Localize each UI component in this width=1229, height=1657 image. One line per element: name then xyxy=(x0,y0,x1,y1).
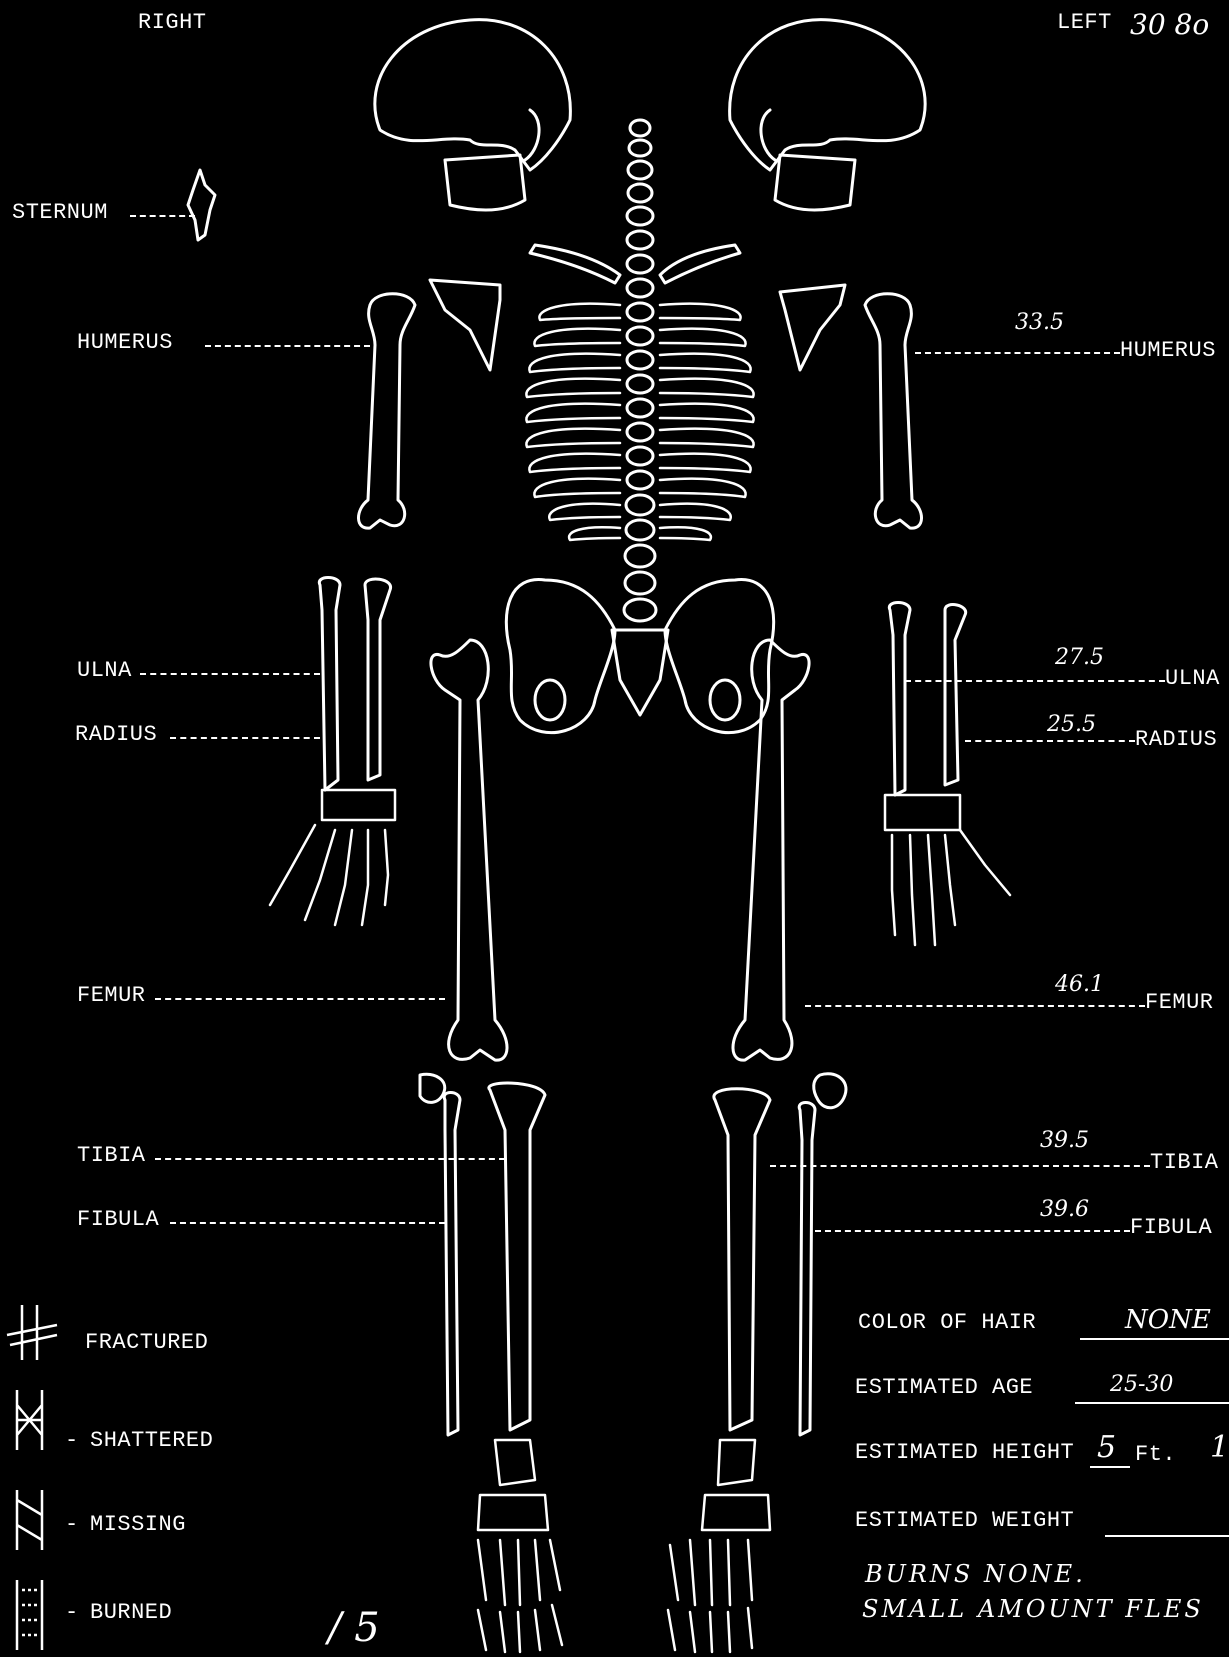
right-scapula xyxy=(430,280,500,370)
right-fibula-leader xyxy=(170,1222,445,1224)
left-obturator xyxy=(710,680,740,720)
burned-icon xyxy=(17,1580,42,1650)
left-humerus-leader xyxy=(915,352,1120,354)
right-radius-leader xyxy=(170,737,320,739)
right-ulna-leader xyxy=(140,673,320,675)
weight-label: ESTIMATED WEIGHT xyxy=(855,1508,1074,1533)
left-humerus xyxy=(865,294,922,528)
right-foot xyxy=(478,1440,562,1652)
left-radius-leader xyxy=(965,740,1135,742)
hair-color-label: COLOR OF HAIR xyxy=(858,1310,1036,1335)
left-humerus-label: HUMERUS xyxy=(1120,338,1216,363)
age-line xyxy=(1075,1402,1229,1404)
left-femur-leader xyxy=(805,1005,1145,1007)
left-tibia-leader xyxy=(770,1165,1150,1167)
left-radius-value: 25.5 xyxy=(1047,712,1096,737)
right-tibia-leader xyxy=(155,1158,505,1160)
legend-missing: MISSING xyxy=(90,1512,186,1537)
right-fibula-label: FIBULA xyxy=(77,1207,159,1232)
left-clavicle xyxy=(660,245,740,283)
height-feet-value: 5 xyxy=(1097,1430,1116,1465)
left-patella xyxy=(814,1074,846,1108)
left-ulna-leader xyxy=(905,680,1165,682)
left-fibula-leader xyxy=(815,1230,1130,1232)
sternum-label: STERNUM xyxy=(12,200,108,225)
left-radius-bone xyxy=(945,605,966,785)
right-patella xyxy=(420,1074,445,1102)
left-tibia-label: TIBIA xyxy=(1150,1150,1219,1175)
left-foot xyxy=(668,1440,770,1652)
right-tibia-label: TIBIA xyxy=(77,1143,146,1168)
left-skull xyxy=(730,20,926,210)
height-feet-line xyxy=(1090,1466,1130,1468)
legend-icons xyxy=(2,1300,60,1655)
sternum-bone xyxy=(188,170,215,240)
left-side-header: LEFT xyxy=(1057,10,1112,35)
right-humerus xyxy=(358,294,415,528)
height-unit: Ft. xyxy=(1135,1442,1176,1467)
pelvis-right xyxy=(506,580,615,733)
right-femur-label: FEMUR xyxy=(77,983,146,1008)
left-humerus-value: 33.5 xyxy=(1015,310,1064,335)
left-tibia-value: 39.5 xyxy=(1040,1128,1089,1153)
right-ulna-label: ULNA xyxy=(77,658,132,683)
shattered-icon xyxy=(17,1390,42,1450)
fractured-icon xyxy=(7,1305,57,1360)
left-fibula-bone xyxy=(799,1103,815,1436)
age-label: ESTIMATED AGE xyxy=(855,1375,1033,1400)
left-fibula-label: FIBULA xyxy=(1130,1215,1212,1240)
left-femur-bone xyxy=(733,640,809,1060)
left-ulna-bone xyxy=(889,603,910,796)
left-hand xyxy=(885,795,1010,945)
left-tibia-bone xyxy=(714,1089,770,1430)
right-humerus-label: HUMERUS xyxy=(77,330,173,355)
left-header-note: 30 8o xyxy=(1130,8,1209,41)
right-skull xyxy=(375,20,571,210)
missing-icon xyxy=(17,1490,42,1550)
age-value: 25-30 xyxy=(1110,1372,1173,1397)
legend-fractured: FRACTURED xyxy=(85,1330,208,1355)
right-ulna-bone xyxy=(319,578,340,791)
legend-shattered: SHATTERED xyxy=(90,1428,213,1453)
hair-color-line xyxy=(1080,1338,1229,1340)
legend-dash: - xyxy=(65,1512,79,1537)
right-obturator xyxy=(535,680,565,720)
legend-dash: - xyxy=(65,1600,79,1625)
left-fibula-value: 39.6 xyxy=(1040,1197,1089,1222)
left-ulna-value: 27.5 xyxy=(1055,645,1104,670)
notes-line-2: SMALL AMOUNT FLES xyxy=(862,1595,1204,1623)
right-femur-leader xyxy=(155,998,445,1000)
height-label: ESTIMATED HEIGHT xyxy=(855,1440,1074,1465)
left-ulna-label: ULNA xyxy=(1165,666,1220,691)
right-side-header: RIGHT xyxy=(138,10,207,35)
left-femur-label: FEMUR xyxy=(1145,990,1214,1015)
hair-color-value: NONE xyxy=(1125,1305,1211,1335)
right-radius-label: RADIUS xyxy=(75,722,157,747)
right-hand xyxy=(270,790,395,925)
right-radius-bone xyxy=(365,579,391,780)
legend-burned: BURNED xyxy=(90,1600,172,1625)
notes-line-1: BURNS NONE. xyxy=(865,1560,1086,1588)
sternum-leader xyxy=(130,215,195,217)
right-humerus-leader xyxy=(205,345,370,347)
right-fibula-bone xyxy=(444,1093,460,1436)
right-clavicle xyxy=(530,245,620,283)
corner-marks: / 5 xyxy=(328,1605,380,1651)
left-radius-label: RADIUS xyxy=(1135,727,1217,752)
height-inches-value: 1 xyxy=(1210,1430,1229,1465)
pelvis-left xyxy=(665,580,774,733)
legend-dash: - xyxy=(65,1428,79,1453)
weight-line xyxy=(1105,1535,1229,1537)
left-femur-value: 46.1 xyxy=(1055,972,1104,997)
right-tibia-bone xyxy=(489,1083,545,1430)
left-scapula xyxy=(780,285,845,370)
